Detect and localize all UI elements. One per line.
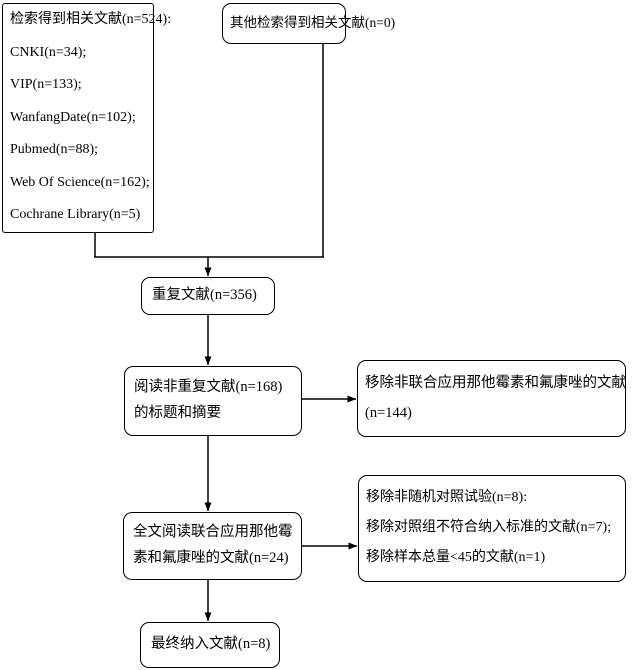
excluded1-line-2: (n=144) [365,404,412,421]
search-line-wanfang: WanfangDate(n=102); [10,109,136,125]
title-abstract-screening-box: 阅读非重复文献(n=168) 的标题和摘要 [124,366,302,436]
studies-included-box: 最终纳入文献(n=8) [140,622,280,668]
duplicate-records-box: 重复文献(n=356) [141,277,275,315]
fulltext-line-2: 素和氟康唑的文献(n=24) [133,550,289,567]
included-label: 最终纳入文献(n=8) [151,636,271,653]
excluded-after-title-abstract-box: 移除非联合应用那他霉素和氟康唑的文献 (n=144) [357,360,626,437]
other-sources-label: 其他检索得到相关文献(n=0) [230,15,396,31]
search-line-total: 检索得到相关文献(n=524): [10,12,172,27]
duplicates-label: 重复文献(n=356) [152,287,257,304]
search-line-web-of-science: Web Of Science(n=162); [10,174,150,190]
search-line-vip: VIP(n=133); [10,77,82,93]
excluded2-line-1: 移除非随机对照试验(n=8): [366,490,528,506]
excluded-after-full-text-box: 移除非随机对照试验(n=8): 移除对照组不符合纳入标准的文献(n=7); 移除… [358,475,626,582]
search-line-cochrane: Cochrane Library(n=5) [10,207,141,223]
search-line-cnki: CNKI(n=34); [10,44,87,60]
screening-line-2: 的标题和摘要 [134,405,221,422]
excluded1-line-1: 移除非联合应用那他霉素和氟康唑的文献 [365,375,626,392]
fulltext-line-1: 全文阅读联合应用那他霉 [133,524,293,541]
screening-line-1: 阅读非重复文献(n=168) [134,379,283,396]
excluded2-line-3: 移除样本总量<45的文献(n=1) [366,549,546,565]
database-search-results-box: 检索得到相关文献(n=524): CNKI(n=34); VIP(n=133);… [2,3,172,233]
other-search-results-box: 其他检索得到相关文献(n=0) [222,3,395,44]
excluded2-line-2: 移除对照组不符合纳入标准的文献(n=7); [366,520,612,536]
full-text-assessment-box: 全文阅读联合应用那他霉 素和氟康唑的文献(n=24) [123,512,302,580]
search-line-pubmed: Pubmed(n=88); [10,142,98,158]
